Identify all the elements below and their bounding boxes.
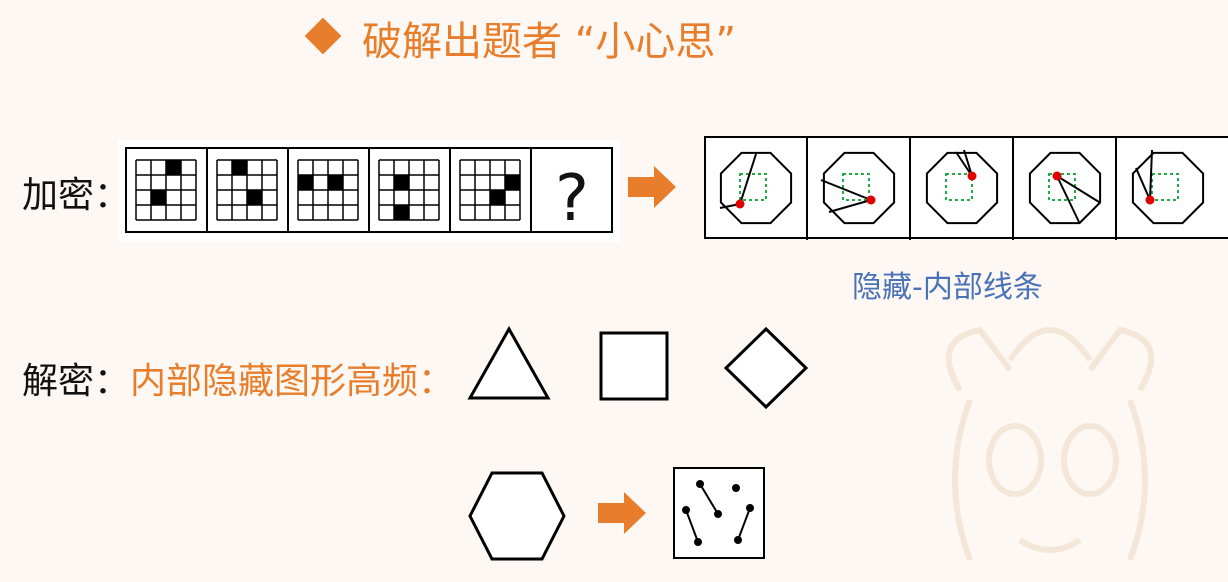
square-icon bbox=[599, 331, 669, 401]
decrypt-highlight: 内部隐藏图形高频： bbox=[130, 361, 455, 402]
encrypt-label: 加密： bbox=[22, 175, 131, 216]
page-title: 破解出题者 “小心思” bbox=[304, 14, 736, 70]
page-title-text: 破解出题者 “小心思” bbox=[362, 19, 737, 65]
grid-panel bbox=[135, 148, 208, 232]
right-arrow-icon-2 bbox=[598, 492, 646, 534]
grid-sequence: ? bbox=[118, 140, 620, 242]
triangle-icon bbox=[467, 326, 551, 400]
line-segments-figure bbox=[673, 467, 765, 559]
grid-panel bbox=[297, 148, 370, 232]
hidden-lines-caption: 隐藏-内部线条 bbox=[852, 270, 1043, 305]
hexagon-icon bbox=[468, 471, 566, 561]
octagon-panel bbox=[719, 151, 793, 225]
octagon-panel bbox=[909, 136, 999, 240]
grid-panel bbox=[378, 148, 451, 232]
grid-panel bbox=[216, 148, 289, 232]
grid-panel bbox=[459, 148, 532, 232]
right-arrow-icon bbox=[628, 166, 676, 208]
question-mark: ? bbox=[555, 162, 589, 236]
octagon-sequence bbox=[704, 136, 1228, 240]
octagon-panel bbox=[806, 136, 896, 240]
decrypt-label-text: 解密： bbox=[22, 361, 131, 402]
decrypt-label: 解密：内部隐藏图形高频： bbox=[22, 352, 454, 404]
octagon-panel bbox=[1115, 136, 1205, 240]
mascot-watermark bbox=[945, 326, 1155, 562]
octagon-panel bbox=[1012, 136, 1102, 240]
diamond-icon bbox=[723, 326, 809, 410]
diamond-bullet-icon bbox=[304, 17, 342, 55]
